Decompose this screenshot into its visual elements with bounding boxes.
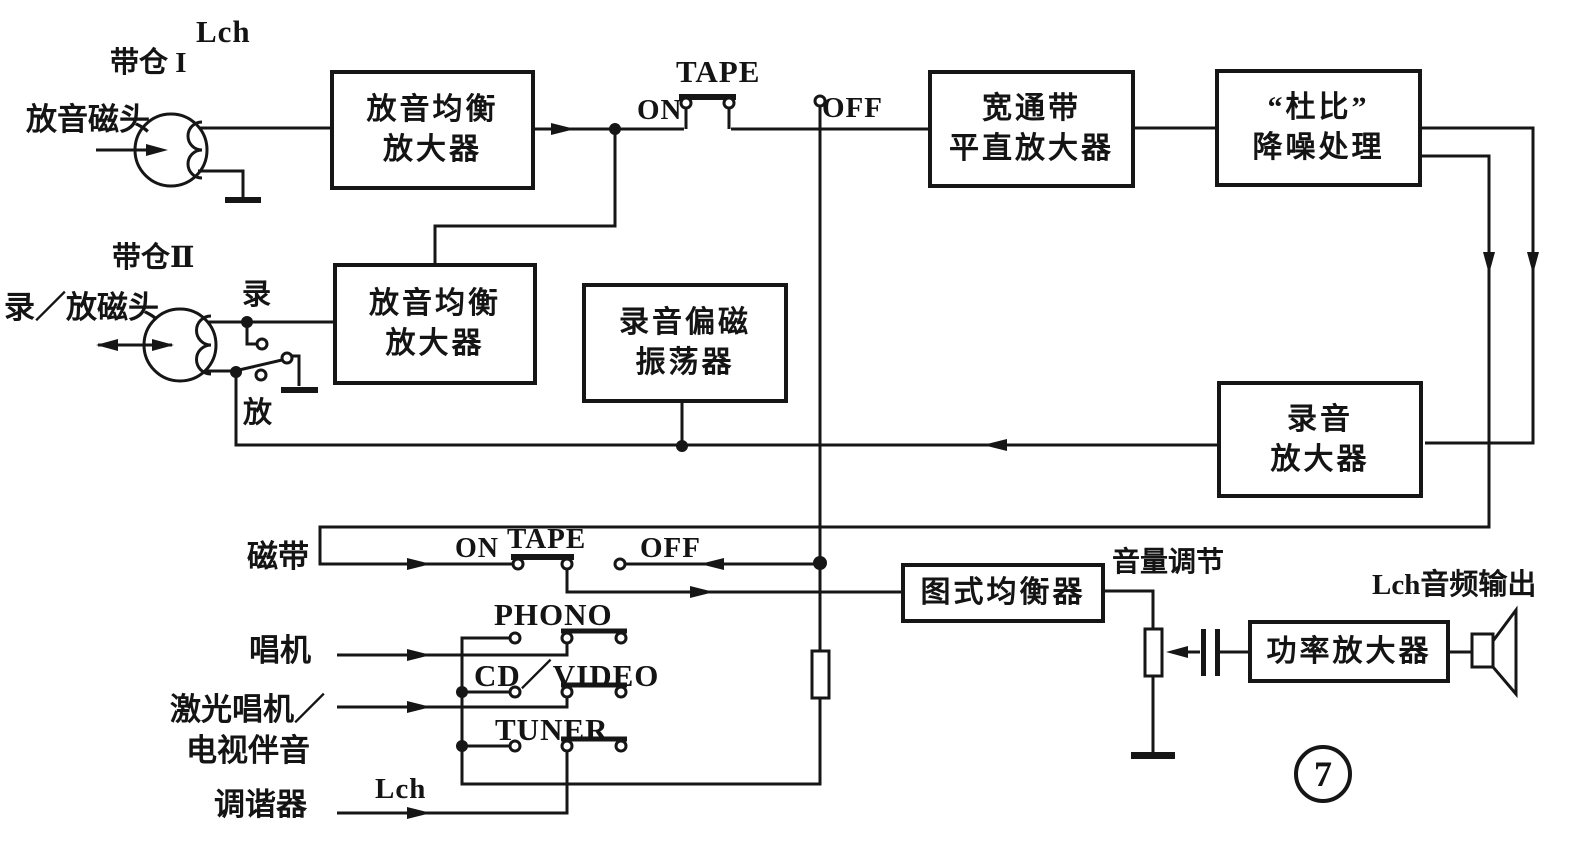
label-off-top: OFF	[822, 92, 883, 124]
label-on-top: ON	[637, 94, 683, 126]
wire-eq2-uplink	[433, 131, 617, 263]
block-wideband-flat-amp: 宽通带 平直放大器	[928, 70, 1135, 188]
label-lch-top: Lch	[196, 14, 251, 49]
block-label: 录音	[1287, 402, 1353, 436]
label-volume-control: 音量调节	[1112, 547, 1225, 578]
label-tape-top: TAPE	[676, 54, 761, 89]
block-label: 放音均衡	[366, 93, 499, 127]
block-label: 降噪处理	[1252, 131, 1385, 164]
block-record-amp: 录音 放大器	[1217, 381, 1423, 498]
block-label: 放音均衡	[369, 287, 501, 321]
switch-contacts	[254, 94, 827, 753]
label-lch-output: Lch音频输出	[1372, 569, 1537, 601]
label-rec-play-head: 录／放磁头	[4, 290, 159, 325]
label-cd-video: CD／VIDEO	[474, 658, 660, 693]
block-label: 放大器	[1270, 442, 1370, 476]
block-label: 功率放大器	[1266, 634, 1432, 668]
label-cd-source-2: 电视伴音	[186, 733, 310, 768]
label-cd-source-1: 激光唱机／	[170, 692, 325, 727]
label-tape-bottom: TAPE	[507, 523, 587, 555]
block-label: 图式均衡器	[920, 576, 1086, 610]
block-record-bias-oscillator: 录音偏磁 振荡器	[582, 283, 788, 403]
label-tape-source: 磁带	[247, 539, 309, 574]
block-label: 平直放大器	[949, 132, 1114, 165]
label-on-bottom: ON	[455, 533, 499, 564]
label-lch-bottom: Lch	[375, 773, 427, 805]
block-playback-eq-amp-1: 放音均衡 放大器	[330, 70, 535, 190]
ground-icon-switch	[281, 387, 318, 393]
capacitor-icon	[1201, 629, 1206, 676]
ground-icon-volume	[1131, 752, 1175, 759]
block-label: 振荡器	[635, 346, 735, 379]
capacitor-icon	[1215, 629, 1220, 676]
junction-dots	[230, 123, 827, 752]
wire-eq-to-volume	[1105, 589, 1155, 752]
block-label: 放大器	[383, 133, 482, 166]
wire-dolby-to-record-amp	[1422, 126, 1535, 445]
label-tuner-source: 调谐器	[214, 787, 307, 822]
wire-dolby-to-tape-line	[318, 154, 1491, 566]
resistor-icon	[810, 649, 831, 700]
label-phono-source: 唱机	[249, 633, 311, 668]
label-deck1: 带仓 I	[110, 47, 187, 79]
flow-arrows	[96, 123, 1539, 819]
block-label: “杜比”	[1267, 91, 1370, 125]
label-play: 放	[243, 397, 273, 429]
block-playback-eq-amp-2: 放音均衡 放大器	[333, 263, 537, 385]
label-deck2: 带仓Ⅱ	[112, 242, 195, 274]
label-phono: PHONO	[494, 597, 613, 632]
label-playback-head: 放音磁头	[26, 102, 150, 137]
wire-tape-to-graphic-eq	[565, 569, 901, 594]
wire-record-amp-to-head2	[234, 376, 1217, 447]
block-label: 录音偏磁	[619, 306, 751, 340]
label-tuner: TUNER	[495, 712, 609, 747]
block-power-amp: 功率放大器	[1248, 620, 1450, 683]
figure-number-badge: 7	[1294, 745, 1352, 803]
label-record: 录	[242, 279, 272, 311]
volume-pot-icon	[1143, 627, 1164, 678]
speaker-icon	[1470, 605, 1518, 699]
label-off-bottom: OFF	[640, 532, 701, 564]
block-dolby-noise-reduction: “杜比” 降噪处理	[1215, 69, 1422, 187]
block-label: 放大器	[385, 327, 485, 360]
ground-icon-head1	[225, 197, 261, 203]
rec-play-switch	[206, 320, 333, 386]
block-label: 宽通带	[982, 92, 1081, 126]
wire-head1-to-eq1	[198, 126, 330, 197]
block-graphic-equalizer: 图式均衡器	[901, 563, 1105, 623]
figure-number: 7	[1314, 754, 1332, 794]
